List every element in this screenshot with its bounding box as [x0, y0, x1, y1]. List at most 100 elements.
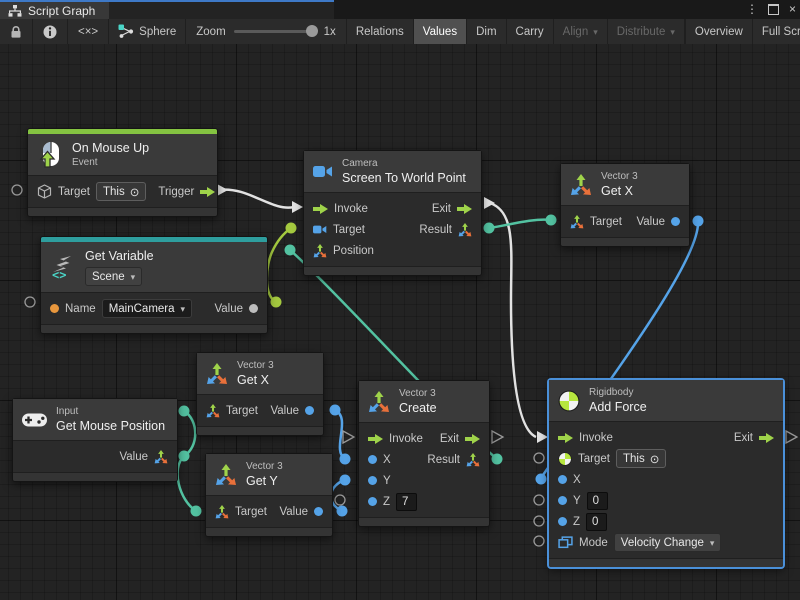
port-label-target: Target: [333, 224, 365, 236]
graph-tab-icon: [8, 5, 22, 17]
vector3-icon: [206, 363, 228, 385]
target-icon: ⊙: [650, 452, 660, 466]
float-port[interactable]: [368, 497, 377, 506]
vector3-icon: [368, 391, 390, 413]
node-vector3-get-x-mid[interactable]: Vector 3 Get X Target Value: [196, 352, 324, 436]
full-screen-button[interactable]: Full Screen: [753, 19, 800, 44]
float-port[interactable]: [368, 455, 377, 464]
vector3-icon: [570, 174, 592, 196]
relations-toggle[interactable]: Relations: [347, 19, 414, 44]
port-label-position: Position: [333, 245, 374, 257]
float-port[interactable]: [368, 476, 377, 485]
overview-button[interactable]: Overview: [686, 19, 753, 44]
tab-bar: Script Graph ⋮ ×: [0, 0, 800, 19]
input-icon: [22, 412, 47, 428]
vector3-port-icon[interactable]: [570, 215, 584, 229]
rigidbody-port-icon[interactable]: [558, 452, 572, 466]
zoom-slider[interactable]: [234, 30, 316, 33]
float-port[interactable]: [314, 507, 323, 516]
align-dropdown[interactable]: Align▾: [554, 19, 608, 44]
float-port[interactable]: [305, 406, 314, 415]
port-label-name: Name: [65, 303, 96, 315]
port-label-target: Target: [58, 186, 90, 198]
node-title: Get Variable: [85, 248, 154, 264]
z-value-field[interactable]: 0: [586, 513, 607, 531]
flow-port-icon[interactable]: [759, 433, 774, 443]
carry-toggle[interactable]: Carry: [507, 19, 554, 44]
float-port[interactable]: [558, 475, 567, 484]
float-port[interactable]: [558, 496, 567, 505]
lock-button[interactable]: [0, 19, 33, 44]
enum-port-icon[interactable]: [558, 536, 573, 549]
port-label-exit: Exit: [432, 203, 451, 215]
info-icon: [43, 25, 57, 39]
values-toggle[interactable]: Values: [414, 19, 467, 44]
svg-text:<>: <>: [52, 268, 66, 280]
vector3-port-icon[interactable]: [313, 244, 327, 258]
z-value-field[interactable]: 7: [396, 493, 417, 511]
this-target-button[interactable]: This⊙: [616, 449, 666, 468]
vector3-port-icon[interactable]: [458, 223, 472, 237]
flow-port-icon[interactable]: [465, 434, 480, 444]
node-title: On Mouse Up: [72, 140, 149, 156]
tab-script-graph[interactable]: Script Graph: [0, 2, 109, 19]
target-icon: ⊙: [130, 185, 140, 199]
node-on-mouse-up[interactable]: On Mouse Up Event Target This⊙ Trigger: [27, 128, 218, 217]
port-label-value: Value: [214, 303, 243, 315]
y-value-field[interactable]: 0: [587, 492, 608, 510]
node-title: Screen To World Point: [342, 170, 466, 186]
this-target-button[interactable]: This⊙: [96, 182, 146, 201]
node-add-force[interactable]: Rigidbody Add Force Invoke Exit Target T…: [548, 379, 784, 568]
gameobject-icon[interactable]: [37, 184, 52, 199]
node-screen-to-world-point[interactable]: Camera Screen To World Point Invoke Exit…: [303, 150, 482, 276]
flow-port-icon[interactable]: [313, 204, 328, 214]
vector3-port-icon[interactable]: [466, 453, 480, 467]
zoom-control: Zoom 1x: [186, 19, 347, 44]
macro-reference[interactable]: Sphere: [109, 19, 186, 44]
variable-scope-dropdown[interactable]: Scene▾: [85, 267, 142, 286]
flow-port-icon[interactable]: [457, 204, 472, 214]
close-icon[interactable]: ×: [789, 1, 796, 18]
flow-port-icon[interactable]: [368, 434, 383, 444]
float-port[interactable]: [558, 517, 567, 526]
graph-toolbar: <×> Sphere Zoom 1x Relations Values Dim …: [0, 19, 800, 45]
force-mode-dropdown[interactable]: Velocity Change▾: [614, 533, 722, 552]
node-get-mouse-position[interactable]: Input Get Mouse Position Value: [12, 398, 178, 482]
vector3-port-icon[interactable]: [206, 404, 220, 418]
node-get-variable[interactable]: <> Get Variable Scene▾ Name MainCamera▾ …: [40, 236, 268, 334]
rigidbody-icon: [558, 390, 580, 412]
tab-label: Script Graph: [28, 4, 95, 18]
flow-port-icon[interactable]: [200, 187, 215, 197]
zoom-value: 1x: [324, 26, 336, 38]
window-menu-icon[interactable]: ⋮: [746, 1, 758, 18]
object-port[interactable]: [249, 304, 258, 313]
flow-port-icon[interactable]: [558, 433, 573, 443]
node-vector3-get-y[interactable]: Vector 3 Get Y Target Value: [205, 453, 333, 537]
chevron-down-icon: ▾: [710, 538, 715, 549]
port-label-invoke: Invoke: [334, 203, 368, 215]
maximize-icon[interactable]: [768, 4, 779, 15]
inspect-button[interactable]: [33, 19, 68, 44]
vector3-icon: [215, 464, 237, 486]
distribute-dropdown[interactable]: Distribute▾: [608, 19, 685, 44]
vector3-port-icon[interactable]: [154, 450, 168, 464]
window-controls: ⋮ ×: [746, 1, 796, 18]
graph-asset-icon: [118, 24, 134, 39]
camera-icon: [313, 164, 333, 179]
node-vector3-create[interactable]: Vector 3 Create Invoke Exit X Result Y: [358, 380, 490, 527]
node-category: Event: [72, 156, 149, 169]
port-label-trigger: Trigger: [158, 186, 194, 198]
chevron-down-icon: ▾: [670, 27, 675, 38]
float-port[interactable]: [671, 217, 680, 226]
dim-toggle[interactable]: Dim: [467, 19, 506, 44]
value-preview-button[interactable]: <×>: [68, 19, 109, 44]
zoom-slider-handle[interactable]: [306, 25, 318, 37]
node-category: Camera: [342, 157, 466, 170]
vector3-port-icon[interactable]: [215, 505, 229, 519]
string-port[interactable]: [50, 304, 59, 313]
node-vector3-get-x-top[interactable]: Vector 3 Get X Target Value: [560, 163, 690, 247]
chevron-down-icon: ▾: [131, 272, 136, 283]
variable-name-dropdown[interactable]: MainCamera▾: [102, 299, 192, 318]
camera-port-icon[interactable]: [313, 224, 327, 235]
macro-name: Sphere: [139, 26, 176, 38]
